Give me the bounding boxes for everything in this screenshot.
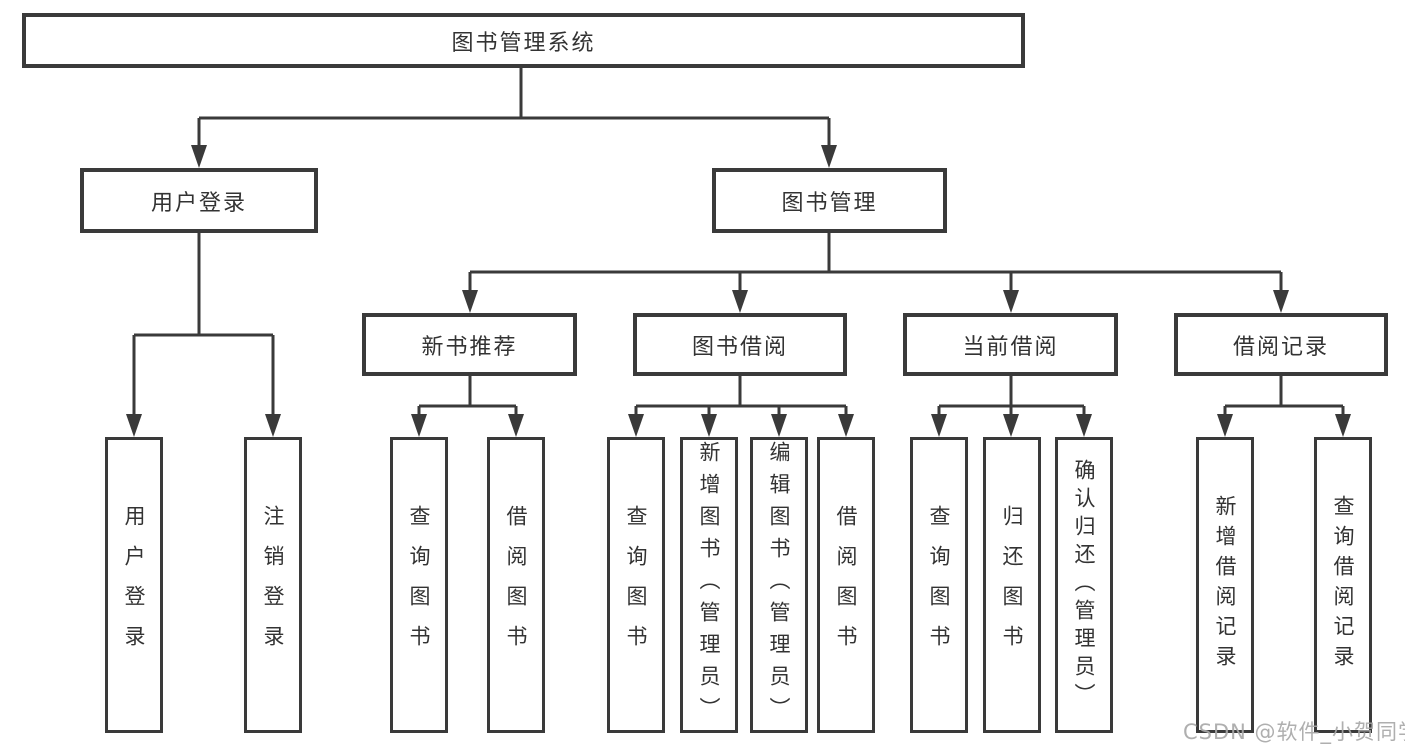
leaf-borrow-books-borrowing: 借阅图书 — [817, 437, 875, 733]
arrowhead-new-book-recommend — [462, 290, 478, 313]
arrowhead-leaf-confirm-return — [1076, 414, 1092, 437]
leaf-logout: 注销登录 — [244, 437, 302, 733]
node-borrow-records: 借阅记录 — [1174, 313, 1388, 376]
arrowhead-leaf-borrow-books-b — [838, 414, 854, 437]
arrowhead-book-borrowing — [732, 290, 748, 313]
leaf-query-borrow-record: 查询借阅记录 — [1314, 437, 1372, 733]
node-book-management: 图书管理 — [712, 168, 947, 233]
arrowhead-leaf-borrow-books-a — [508, 414, 524, 437]
leaf-add-borrow-record: 新增借阅记录 — [1196, 437, 1254, 733]
csdn-watermark: CSDN @软件_小贺同学 — [1183, 720, 1405, 744]
connector-book-management-to-modules — [468, 233, 1283, 292]
connector-borrow-records-leaves — [1223, 376, 1345, 416]
node-library-management-system: 图书管理系统 — [22, 13, 1025, 68]
connector-new-book-recommend-leaves — [417, 376, 518, 416]
leaf-user-login: 用户登录 — [105, 437, 163, 733]
arrowhead-current-borrowing — [1003, 290, 1019, 313]
leaf-query-books-borrowing: 查询图书 — [607, 437, 665, 733]
connector-root-to-level2 — [197, 68, 831, 146]
arrowhead-leaf-query-borrow-record — [1335, 414, 1351, 437]
arrowhead-leaf-logout — [265, 414, 281, 437]
arrowhead-book-management — [821, 145, 837, 168]
leaf-edit-books-admin: 编辑图书（管理员） — [750, 437, 808, 733]
arrowhead-leaf-return-books — [1003, 414, 1019, 437]
arrowhead-leaf-user-login — [126, 414, 142, 437]
node-book-borrowing: 图书借阅 — [633, 313, 847, 376]
leaf-query-books-current: 查询图书 — [910, 437, 968, 733]
node-new-book-recommend: 新书推荐 — [362, 313, 577, 376]
arrowhead-leaf-query-books-c — [931, 414, 947, 437]
connector-user-login-to-leaves — [132, 233, 275, 416]
arrowhead-leaf-add-books — [701, 414, 717, 437]
arrowhead-leaf-add-borrow-record — [1217, 414, 1233, 437]
leaf-query-books-recommend: 查询图书 — [390, 437, 448, 733]
arrowhead-leaf-edit-books — [771, 414, 787, 437]
arrowhead-leaf-query-books-a — [411, 414, 427, 437]
connector-book-borrowing-leaves — [634, 376, 848, 416]
connector-current-borrowing-leaves — [937, 376, 1086, 416]
node-current-borrowing: 当前借阅 — [903, 313, 1118, 376]
leaf-confirm-return-admin: 确认归还（管理员） — [1055, 437, 1113, 733]
arrowhead-leaf-query-books-b — [628, 414, 644, 437]
leaf-add-books-admin: 新增图书（管理员） — [680, 437, 738, 733]
arrowhead-user-login-branch — [191, 145, 207, 168]
node-user-login-branch: 用户登录 — [80, 168, 318, 233]
leaf-borrow-books-recommend: 借阅图书 — [487, 437, 545, 733]
arrowhead-borrow-records — [1273, 290, 1289, 313]
leaf-return-books: 归还图书 — [983, 437, 1041, 733]
